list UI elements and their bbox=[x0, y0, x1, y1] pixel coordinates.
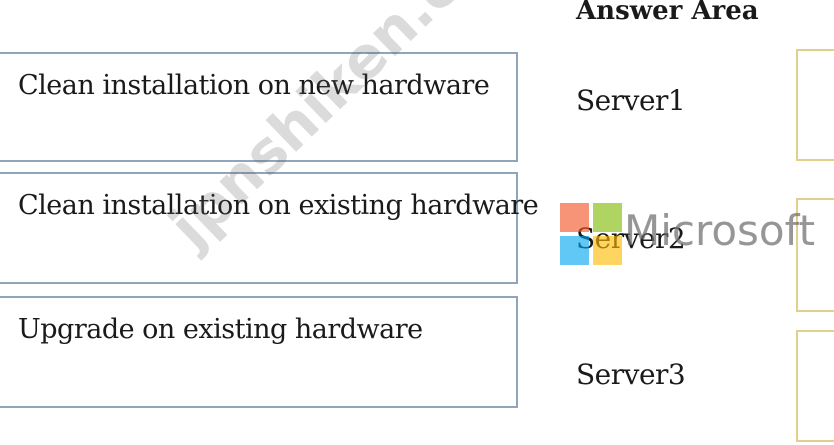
server3-drop-target[interactable] bbox=[796, 330, 834, 442]
option-label: Clean installation on existing hardware bbox=[18, 190, 539, 221]
option-label: Upgrade on existing hardware bbox=[18, 314, 423, 345]
option-upgrade-existing-hardware[interactable]: Upgrade on existing hardware bbox=[0, 296, 518, 408]
option-label: Clean installation on new hardware bbox=[18, 70, 490, 101]
option-clean-install-new-hardware[interactable]: Clean installation on new hardware bbox=[0, 52, 518, 162]
server2-label: Server2 bbox=[576, 222, 686, 255]
server3-label: Server3 bbox=[576, 358, 686, 391]
server1-label: Server1 bbox=[576, 84, 686, 117]
option-clean-install-existing-hardware[interactable]: Clean installation on existing hardware bbox=[0, 172, 539, 284]
answer-area-title: Answer Area bbox=[576, 0, 759, 26]
server2-drop-target[interactable] bbox=[796, 198, 834, 312]
server1-drop-target[interactable] bbox=[796, 49, 834, 161]
